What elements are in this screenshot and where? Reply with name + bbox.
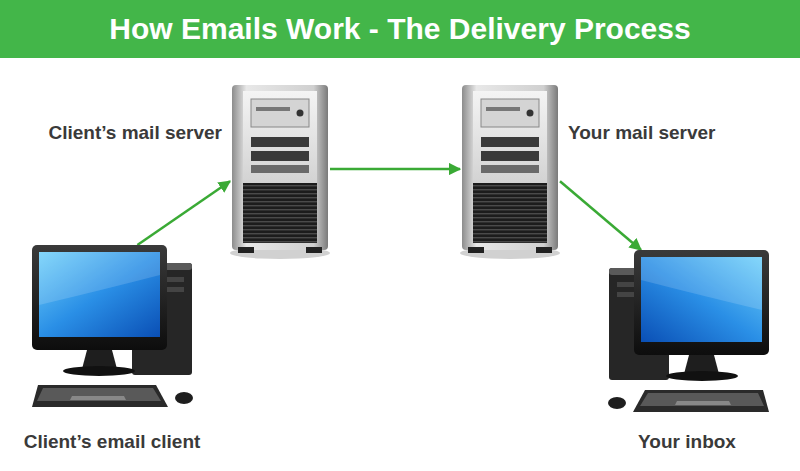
server-tower: Client’s mail server bbox=[230, 85, 330, 260]
title-bar: How Emails Work - The Delivery Process bbox=[0, 0, 800, 58]
desktop-computer-shape bbox=[32, 245, 193, 407]
desktop-computer: Client’s email client bbox=[32, 245, 202, 420]
flow-arrow bbox=[330, 168, 460, 171]
flow-arrow bbox=[560, 181, 641, 250]
flow-arrow bbox=[137, 181, 230, 245]
node-label: Your mail server bbox=[568, 121, 716, 144]
node-label: Client’s email client bbox=[24, 430, 201, 453]
server-tower-icon bbox=[230, 85, 330, 260]
desktop-computer-icon bbox=[32, 245, 202, 420]
server-tower-icon bbox=[460, 85, 560, 260]
node-label: Your inbox bbox=[638, 430, 736, 453]
server-tower-shape bbox=[460, 85, 560, 259]
title-text: How Emails Work - The Delivery Process bbox=[0, 0, 800, 58]
node-label: Client’s mail server bbox=[48, 121, 222, 144]
server-tower: Your mail server bbox=[460, 85, 560, 260]
server-tower-shape bbox=[230, 85, 330, 259]
desktop-computer: Your inbox bbox=[598, 250, 770, 425]
desktop-computer-shape bbox=[608, 250, 769, 412]
desktop-computer-icon bbox=[598, 250, 770, 425]
